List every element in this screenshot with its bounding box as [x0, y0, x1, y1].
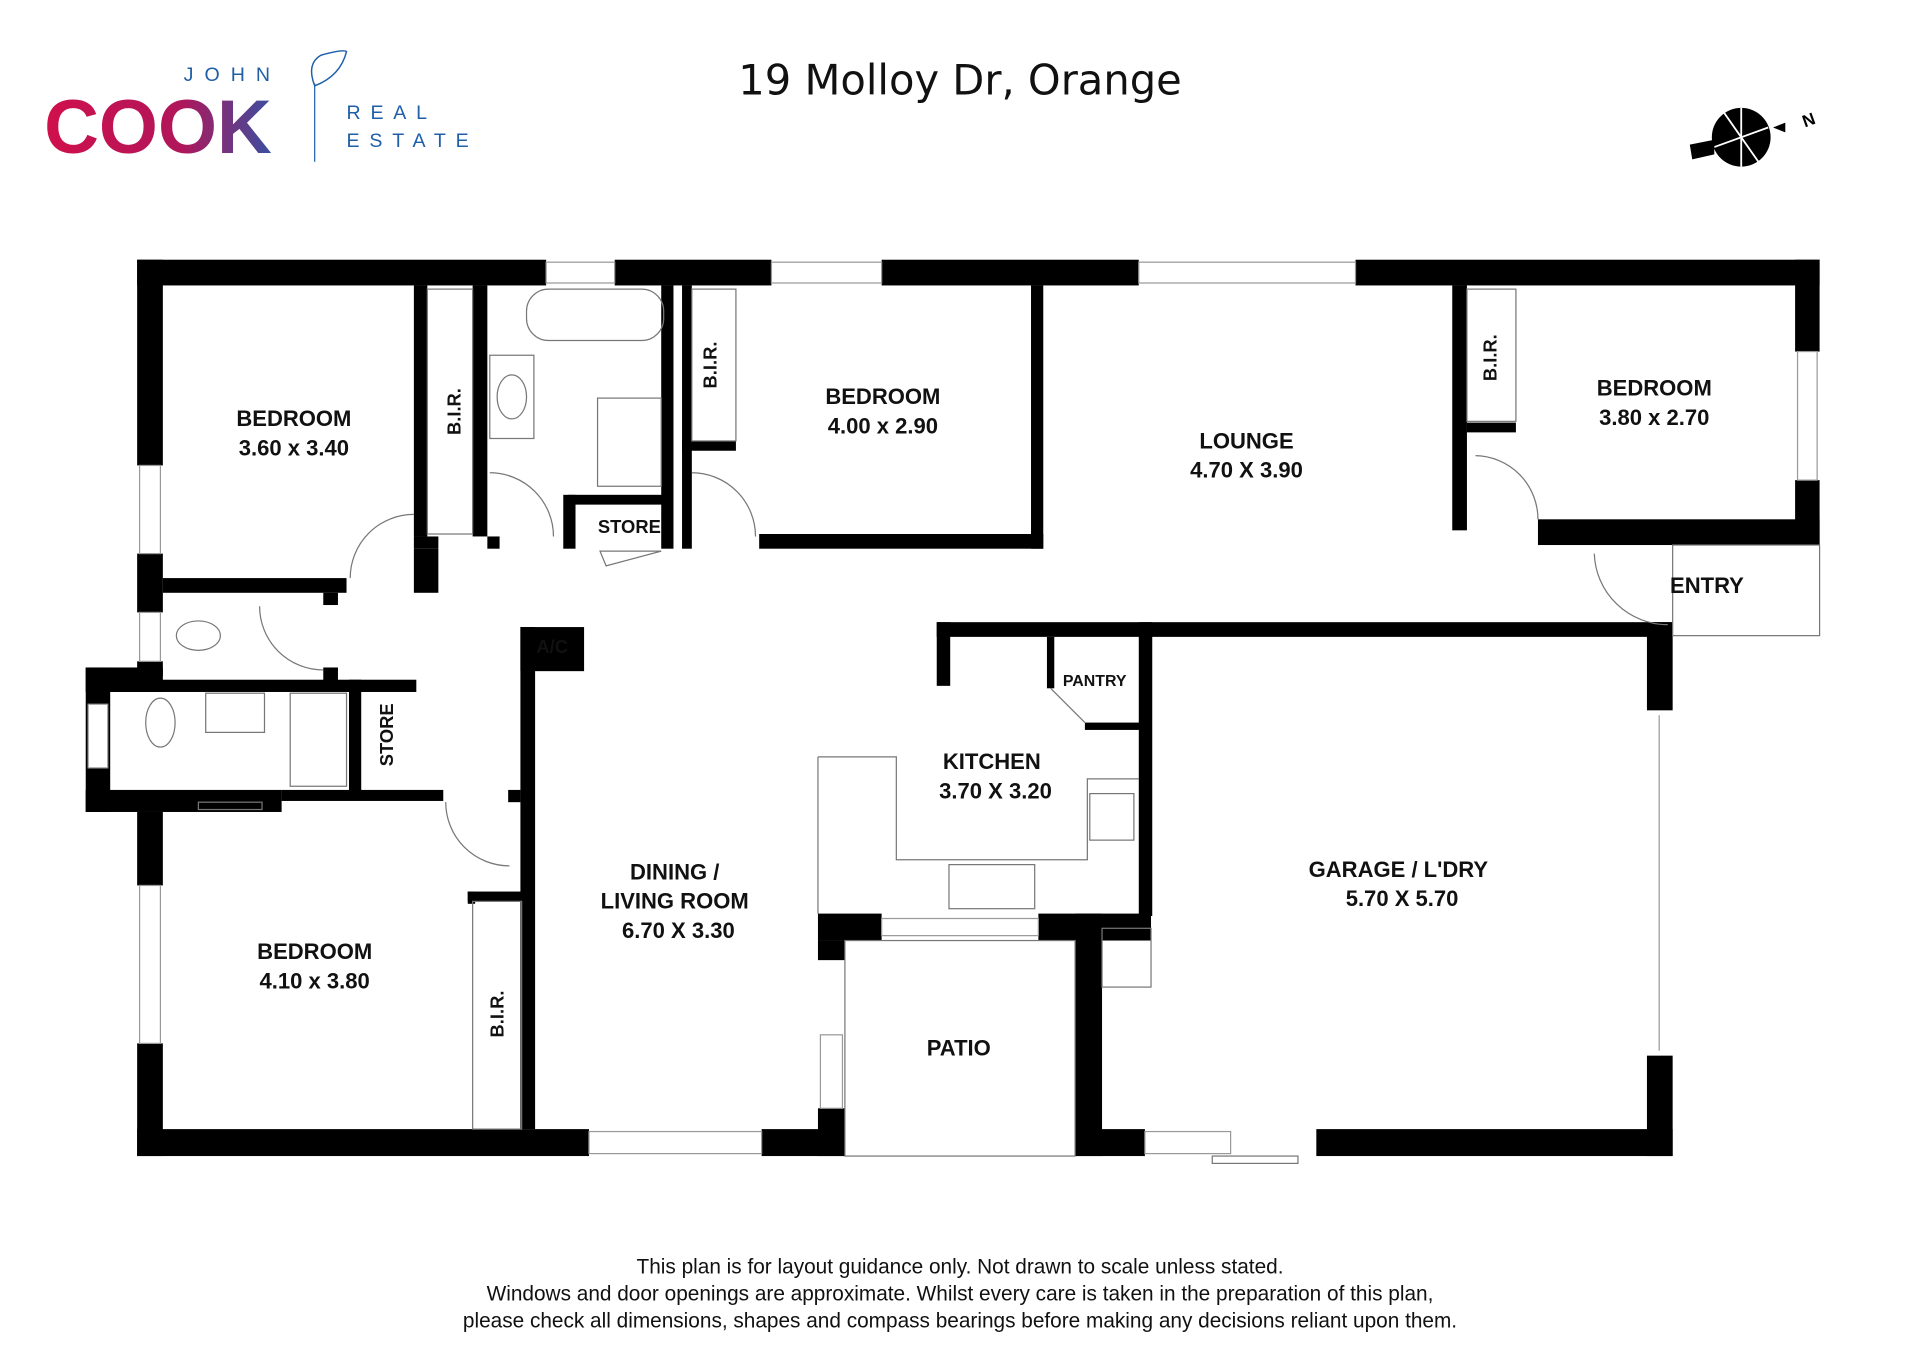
bir-label: B.I.R. [443, 388, 464, 435]
bir-label: B.I.R. [486, 991, 507, 1038]
windows [87, 261, 1821, 1157]
room-name: BEDROOM [257, 939, 372, 964]
logo-estate: ESTATE [347, 130, 479, 152]
disclaimer-line: Windows and door openings are approximat… [487, 1283, 1434, 1306]
entry-label: ENTRY [1670, 573, 1744, 598]
toilet-icon [145, 697, 176, 748]
disclaimer: This plan is for layout guidance only. N… [463, 1256, 1457, 1333]
room-dims: 6.70 X 3.30 [622, 918, 735, 943]
room-dims: 5.70 X 5.70 [1346, 886, 1459, 911]
bathtub-icon [525, 288, 665, 342]
room-name: GARAGE / L'DRY [1309, 857, 1489, 882]
ac-label: A/C [536, 636, 568, 657]
room-dims: 3.80 x 2.70 [1599, 405, 1709, 430]
room-name: DINING / [630, 859, 719, 884]
page-title: 19 Molloy Dr, Orange [738, 55, 1181, 104]
store-label: STORE [598, 516, 661, 537]
room-name: BEDROOM [236, 406, 351, 431]
basin-icon [489, 354, 535, 440]
bir-label: B.I.R. [699, 342, 720, 389]
shower-icon [289, 692, 348, 787]
laundry-tub-icon [1101, 927, 1152, 988]
room-dims: 4.00 x 2.90 [828, 414, 938, 439]
room-dims: 4.70 X 3.90 [1190, 458, 1303, 483]
pantry-label: PANTRY [1063, 673, 1127, 690]
logo-cook: COOK [44, 85, 272, 170]
company-logo: JOHN COOK REAL ESTATE [44, 50, 479, 170]
logo-real: REAL [347, 102, 437, 124]
disclaimer-line: This plan is for layout guidance only. N… [637, 1256, 1284, 1279]
room-name: KITCHEN [943, 749, 1041, 774]
room-dims: 3.60 x 3.40 [239, 436, 349, 461]
room-name: BEDROOM [1597, 376, 1712, 401]
room-dims: 4.10 x 3.80 [260, 968, 370, 993]
cooktop-icon [1089, 792, 1135, 841]
store-label: STORE [376, 703, 397, 766]
room-dims: 3.70 X 3.20 [939, 779, 1052, 804]
compass-icon: N [1689, 107, 1818, 167]
basin-icon [205, 692, 266, 733]
room-name: BEDROOM [825, 384, 940, 409]
leaf-icon [310, 50, 348, 87]
logo-john: JOHN [184, 64, 281, 86]
compass-north-label: N [1799, 108, 1817, 131]
sink-icon [948, 864, 1036, 910]
doors-fixtures [145, 288, 1668, 1165]
room-name: LOUNGE [1199, 428, 1293, 453]
room-labels: BEDROOM 3.60 x 3.40 BEDROOM 4.00 x 2.90 … [236, 334, 1744, 1060]
walls [85, 259, 1820, 1157]
patio-label: PATIO [927, 1036, 991, 1061]
room-name-2: LIVING ROOM [601, 889, 749, 914]
toilet-icon [175, 620, 222, 651]
disclaimer-line: please check all dimensions, shapes and … [463, 1309, 1457, 1332]
shower-icon [596, 397, 662, 487]
bir-label: B.I.R. [1479, 334, 1500, 381]
